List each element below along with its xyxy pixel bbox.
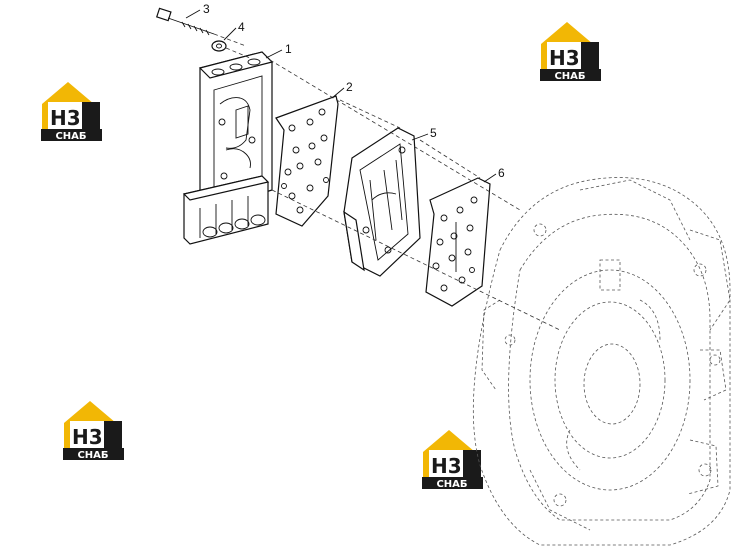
logo-mark-text: H3 — [72, 425, 103, 449]
logo-mark-text: H3 — [549, 46, 580, 70]
transmission-housing — [472, 177, 731, 546]
logo-caption: СНАБ — [77, 450, 108, 461]
callout-2: 2 — [346, 80, 353, 94]
logo-top-left: H3 СНАБ — [41, 82, 102, 142]
part-gasket-6 — [425, 177, 491, 307]
callout-5: 5 — [430, 126, 437, 140]
logo-caption: СНАБ — [55, 131, 86, 142]
part-washer — [211, 40, 227, 52]
logo-bottom-left: H3 СНАБ — [63, 401, 124, 461]
part-bolt — [155, 7, 215, 36]
logo-mark-text: H3 — [50, 106, 81, 130]
callout-4: 4 — [238, 20, 245, 34]
logo-bottom-center: H3 СНАБ — [422, 430, 483, 490]
part-separator-body — [343, 127, 421, 277]
logo-mark-text: H3 — [431, 454, 462, 478]
callout-6: 6 — [498, 166, 505, 180]
assembly-lines — [213, 33, 561, 331]
logo-caption: СНАБ — [554, 71, 585, 82]
callout-leaders — [185, 9, 497, 183]
logo-top-right: H3 СНАБ — [540, 22, 601, 82]
callout-3: 3 — [203, 2, 210, 16]
logo-caption: СНАБ — [436, 479, 467, 490]
part-gasket-2 — [275, 95, 339, 227]
callout-1: 1 — [285, 42, 292, 56]
part-valve-body — [182, 51, 274, 245]
